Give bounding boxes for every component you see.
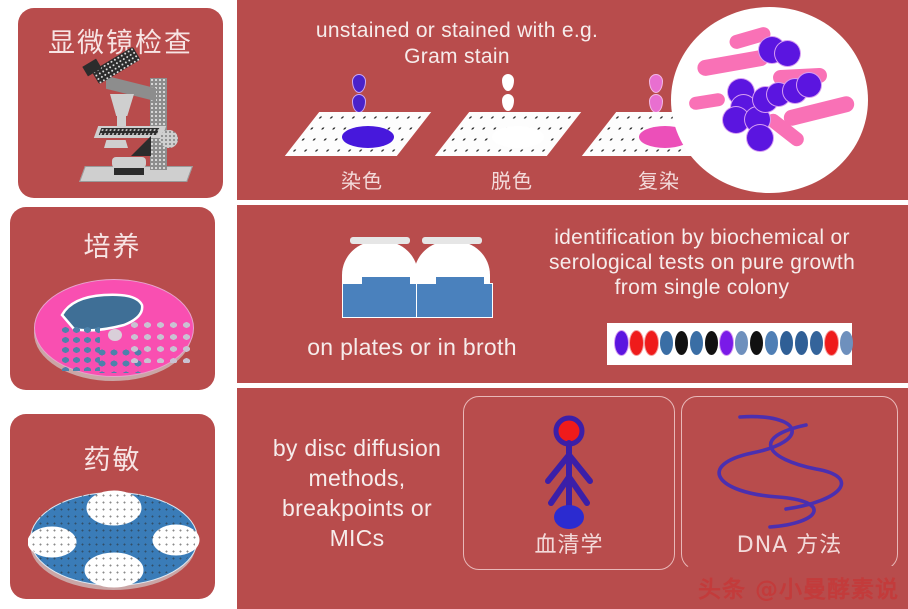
watermark-plate bbox=[686, 566, 900, 599]
strip-well bbox=[645, 331, 658, 355]
panel-susceptibility: 药敏 bbox=[10, 414, 215, 599]
antibody-icon bbox=[545, 415, 593, 529]
panel-identification: identification by biochemical or serolog… bbox=[237, 205, 908, 383]
slide-decolorize bbox=[434, 74, 582, 168]
broth-flask-icon bbox=[342, 227, 502, 322]
drop-decolorize-upper bbox=[502, 74, 514, 91]
slide-label-stain: 染色 bbox=[341, 169, 383, 193]
drop-counterstain-lower bbox=[649, 94, 663, 113]
dna-label: DNA 方法 bbox=[736, 533, 843, 558]
strip-well bbox=[660, 331, 673, 355]
watermark-text: 头条 @小曼酵素说 bbox=[698, 577, 900, 603]
strip-well bbox=[825, 331, 838, 355]
dna-helix-icon bbox=[717, 414, 844, 529]
microscope-field-icon bbox=[671, 7, 868, 193]
panel-culture-title: 培养 bbox=[83, 232, 142, 263]
strip-well bbox=[705, 331, 718, 355]
biochemical-test-strip-icon bbox=[607, 323, 853, 365]
strip-well bbox=[795, 331, 808, 355]
panel-gram-stain: unstained or stained with e.g. Gram stai… bbox=[237, 0, 908, 200]
disc-line4: MICs bbox=[329, 525, 385, 551]
strip-well bbox=[765, 331, 778, 355]
identification-line1: identification by biochemical or bbox=[554, 226, 850, 249]
smear-decolorize bbox=[492, 126, 544, 148]
slide-label-decolorize: 脱色 bbox=[491, 169, 533, 193]
strip-well bbox=[690, 331, 703, 355]
identification-line3: from single colony bbox=[614, 276, 790, 299]
microscope-icon bbox=[76, 46, 194, 188]
identification-line2: serological tests on pure growth bbox=[548, 251, 856, 274]
coccus-2 bbox=[775, 41, 800, 66]
strip-well bbox=[840, 331, 853, 355]
agar-plate-icon bbox=[32, 273, 196, 385]
slide-label-counterstain: 复染 bbox=[638, 169, 680, 193]
disc-line3: breakpoints or bbox=[282, 495, 432, 521]
panel-serology: 血清学 bbox=[463, 396, 675, 570]
disc-diffusion-plate-icon bbox=[28, 486, 200, 594]
coccus-5 bbox=[723, 107, 749, 133]
strip-well bbox=[630, 331, 643, 355]
panel-disc-diffusion: by disc diffusion methods, breakpoints o… bbox=[237, 388, 908, 609]
strip-well bbox=[615, 331, 628, 355]
panel-culture: 培养 bbox=[10, 207, 215, 390]
flask-lip-left bbox=[350, 237, 410, 244]
drop-stain-upper bbox=[352, 74, 366, 93]
strip-well bbox=[750, 331, 763, 355]
drop-counterstain-upper bbox=[649, 74, 663, 93]
strip-well bbox=[810, 331, 823, 355]
serology-label: 血清学 bbox=[534, 533, 604, 558]
flask-lip-right bbox=[422, 237, 482, 244]
strip-well bbox=[780, 331, 793, 355]
broth-right bbox=[416, 283, 493, 318]
disc-line1: by disc diffusion bbox=[272, 435, 442, 461]
strip-well bbox=[720, 331, 733, 355]
strip-well bbox=[735, 331, 748, 355]
gram-heading-line1: unstained or stained with e.g. bbox=[315, 19, 599, 42]
gram-heading-line2: Gram stain bbox=[404, 45, 510, 68]
smear-stain bbox=[342, 126, 394, 148]
panel-susceptibility-title: 药敏 bbox=[83, 445, 142, 476]
drop-decolorize-lower bbox=[502, 94, 514, 111]
panel-microscopy: 显微镜检查 bbox=[18, 8, 223, 198]
broth-left bbox=[342, 283, 419, 318]
coccus-7 bbox=[747, 125, 773, 151]
panel-dna: DNA 方法 bbox=[681, 396, 898, 570]
broth-caption: on plates or in broth bbox=[307, 334, 517, 360]
slide-stain bbox=[284, 74, 432, 168]
drop-stain-lower bbox=[352, 94, 366, 113]
disc-line2: methods, bbox=[308, 465, 406, 491]
rod-4 bbox=[688, 92, 726, 111]
strip-well bbox=[675, 331, 688, 355]
coccus-11 bbox=[797, 73, 821, 97]
